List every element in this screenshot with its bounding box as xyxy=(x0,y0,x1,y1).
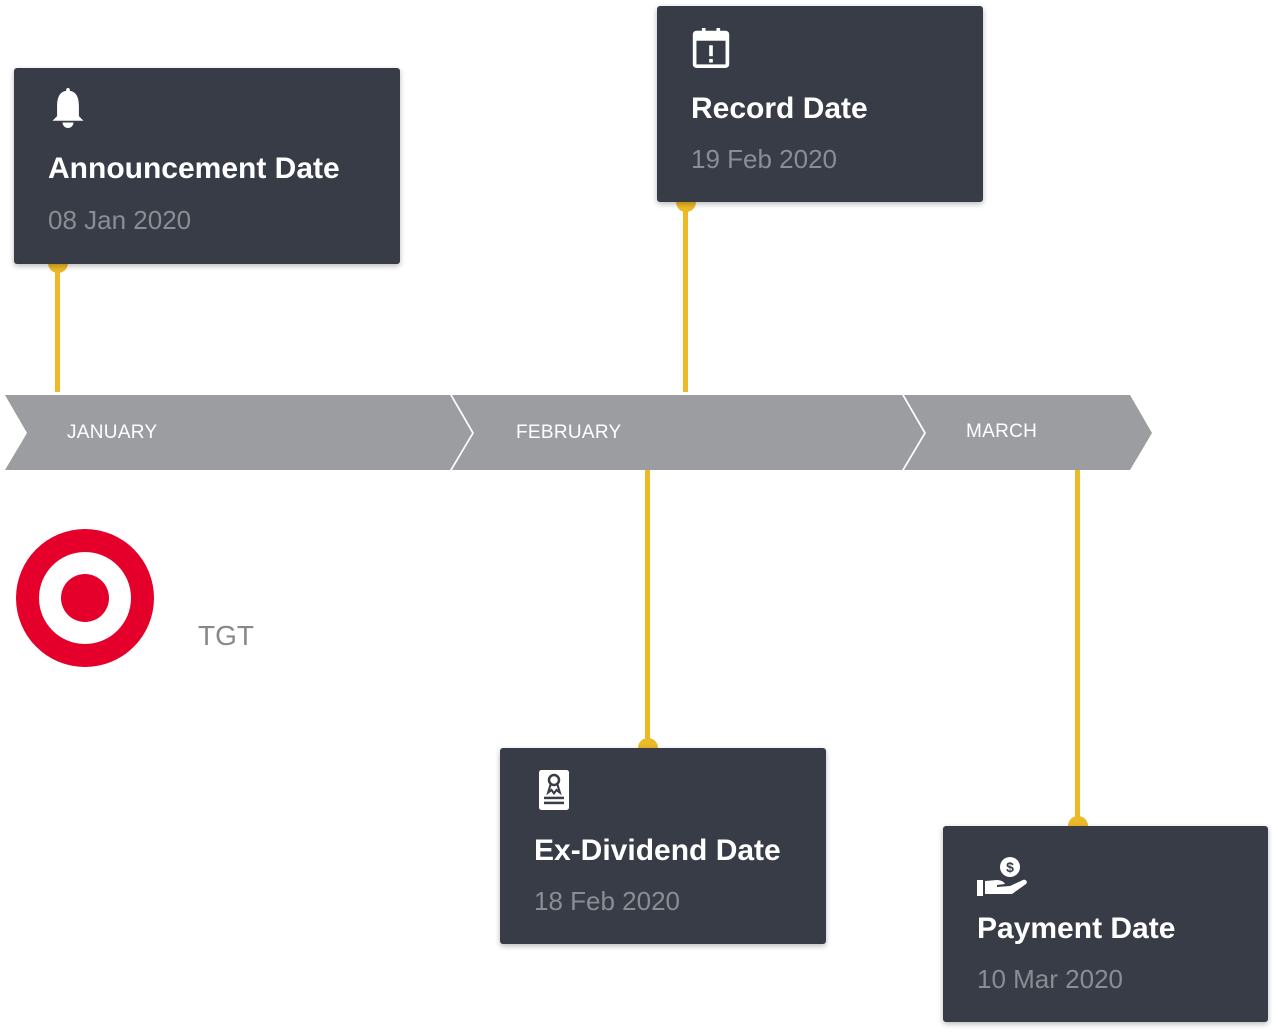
event-title: Record Date xyxy=(691,92,868,125)
event-title: Announcement Date xyxy=(48,152,340,185)
event-card-announcement: Announcement Date 08 Jan 2020 xyxy=(14,68,400,264)
certificate-icon xyxy=(534,770,574,810)
month-label-march: MARCH xyxy=(966,421,1038,442)
event-title: Payment Date xyxy=(977,912,1176,945)
event-card-ex-dividend: Ex-Dividend Date 18 Feb 2020 xyxy=(500,748,826,944)
event-date: 18 Feb 2020 xyxy=(534,886,681,916)
month-segment-march xyxy=(904,395,1152,470)
connector-payment xyxy=(1075,470,1080,826)
event-date: 08 Jan 2020 xyxy=(48,205,192,235)
month-segment-february xyxy=(452,395,924,470)
hand-dollar-icon: $ xyxy=(977,856,1029,898)
svg-text:$: $ xyxy=(1006,859,1014,875)
month-label-february: FEBRUARY xyxy=(516,422,622,443)
company-ticker: TGT xyxy=(198,620,254,651)
bell-icon xyxy=(48,88,88,128)
target-logo xyxy=(16,529,154,667)
event-date: 19 Feb 2020 xyxy=(691,144,838,174)
event-date: 10 Mar 2020 xyxy=(977,964,1123,994)
connector-announcement xyxy=(55,262,60,392)
connector-record xyxy=(683,201,688,392)
connector-ex-dividend xyxy=(645,470,650,748)
month-segment-january xyxy=(5,395,472,470)
timeline-bar xyxy=(5,395,1152,470)
event-card-record: Record Date 19 Feb 2020 xyxy=(657,6,983,202)
event-card-payment: $ Payment Date 10 Mar 2020 xyxy=(943,826,1268,1022)
event-title: Ex-Dividend Date xyxy=(534,834,781,867)
calendar-alert-icon xyxy=(691,28,731,68)
month-label-january: JANUARY xyxy=(67,422,158,443)
